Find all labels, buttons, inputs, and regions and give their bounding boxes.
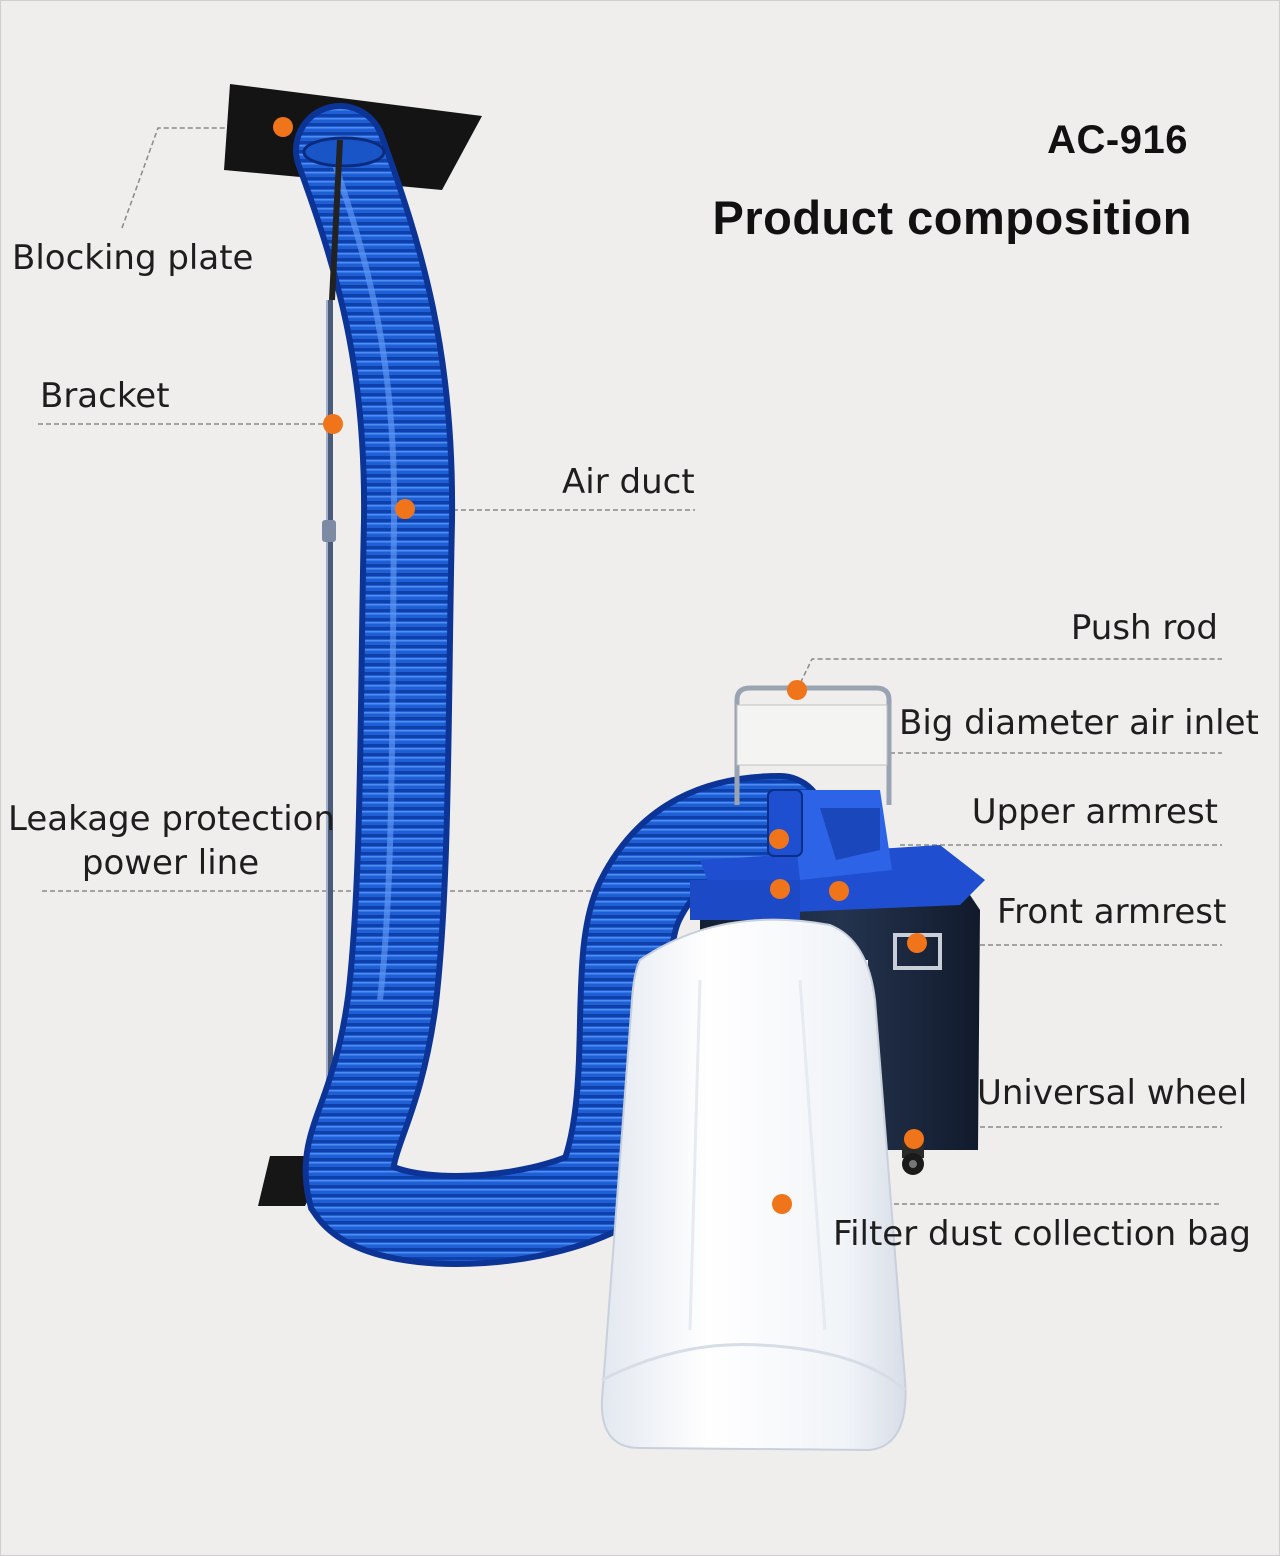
label-blocking-plate: Blocking plate bbox=[12, 238, 254, 278]
bracket-pole bbox=[326, 300, 333, 1190]
label-push-rod: Push rod bbox=[1070, 608, 1218, 648]
marker-filter-bag bbox=[772, 1194, 792, 1214]
marker-push-rod bbox=[787, 680, 807, 700]
marker-leakage-power-line bbox=[770, 879, 790, 899]
label-upper-armrest: Upper armrest bbox=[971, 792, 1218, 832]
label-filter-dust-collection-bag: Filter dust collection bag bbox=[833, 1214, 1251, 1254]
label-big-diameter-air-inlet: Big diameter air inlet bbox=[899, 703, 1259, 743]
marker-bracket bbox=[323, 414, 343, 434]
label-leakage-line-2: power line bbox=[81, 843, 260, 884]
air-duct-hose bbox=[293, 103, 827, 1267]
marker-air-inlet bbox=[769, 829, 789, 849]
label-front-armrest: Front armrest bbox=[997, 892, 1227, 932]
label-universal-wheel: Universal wheel bbox=[977, 1073, 1248, 1113]
bracket-stand bbox=[258, 300, 336, 1206]
markers bbox=[273, 117, 927, 1214]
leader-line-blocking-plate bbox=[121, 127, 228, 229]
push-rod-frame bbox=[734, 685, 892, 805]
marker-air-duct bbox=[395, 499, 415, 519]
label-bracket: Bracket bbox=[40, 376, 170, 416]
marker-blocking-plate bbox=[273, 117, 293, 137]
label-leakage-protection-power-line: Leakage protection power line bbox=[8, 797, 336, 885]
universal-wheel-shape bbox=[902, 1140, 924, 1175]
marker-upper-armrest bbox=[829, 881, 849, 901]
model-number: AC-916 bbox=[1047, 118, 1188, 162]
marker-universal-wheel bbox=[904, 1129, 924, 1149]
filter-bag bbox=[600, 918, 907, 1452]
marker-front-armrest bbox=[907, 933, 927, 953]
leader-line-push-rod bbox=[796, 658, 1222, 691]
duct-clamp bbox=[302, 136, 386, 301]
page-title: Product composition bbox=[712, 191, 1192, 244]
label-leakage-line-1: Leakage protection bbox=[8, 799, 336, 839]
label-air-duct: Air duct bbox=[562, 462, 695, 502]
